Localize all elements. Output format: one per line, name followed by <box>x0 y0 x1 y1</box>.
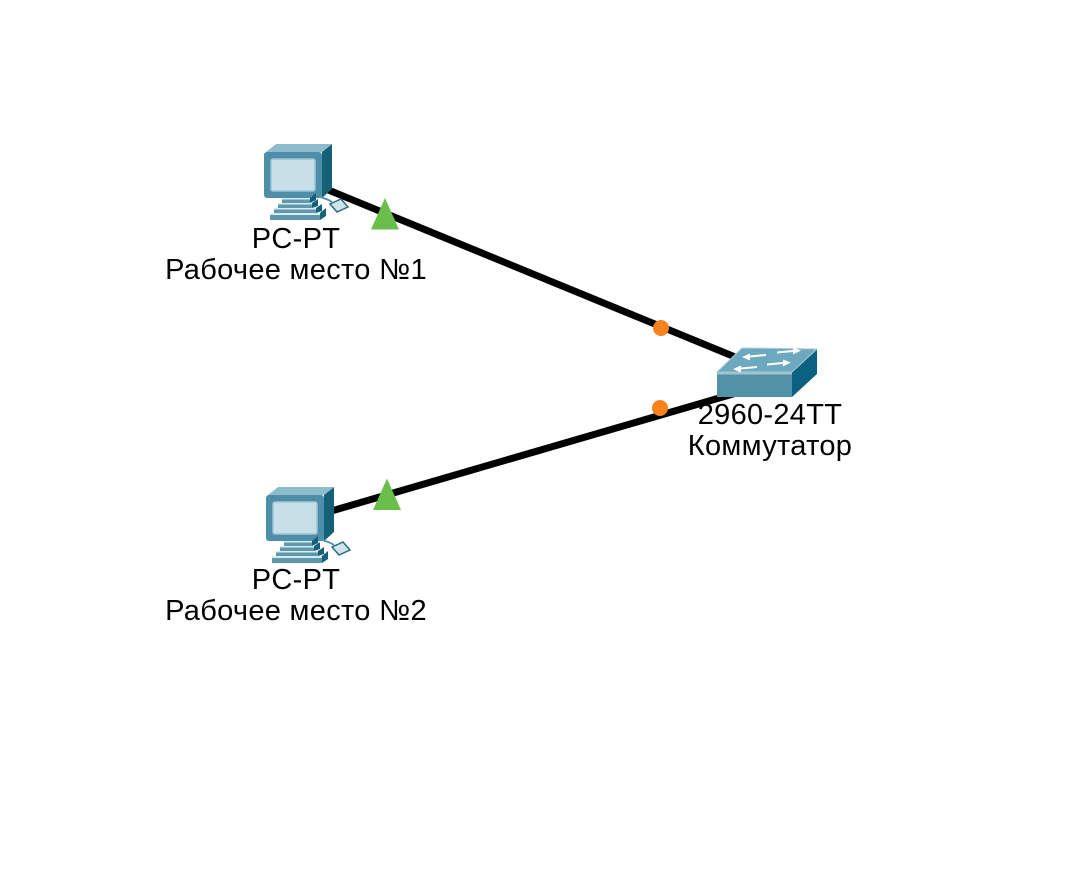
pc1-model-label: PC-PT <box>251 223 341 255</box>
link-pc2-to-switch[interactable] <box>327 383 758 516</box>
pc2-model-label: PC-PT <box>251 564 341 596</box>
pc1-name-label: Рабочее место №1 <box>165 254 427 286</box>
pc1-device-icon[interactable] <box>263 143 349 221</box>
link1-pc-end-up-triangle-icon <box>371 198 399 230</box>
pc2-label[interactable]: PC-PT Рабочее место №2 <box>165 565 427 627</box>
switch-front-highlight <box>717 372 792 375</box>
link2-pc-end-up-triangle-icon <box>373 478 401 510</box>
pc1-label[interactable]: PC-PT Рабочее место №1 <box>165 224 427 286</box>
switch-device-icon[interactable] <box>715 347 819 398</box>
switch-model-label: 2960-24TT <box>697 399 843 431</box>
link-pc1-to-switch[interactable] <box>324 185 759 370</box>
link2-switch-end-amber-dot-icon <box>652 400 668 416</box>
switch-front-face <box>717 372 792 397</box>
pc2-name-label: Рабочее место №2 <box>165 595 427 627</box>
switch-arrows-icon <box>733 347 801 373</box>
link1-switch-end-amber-dot-icon <box>653 320 669 336</box>
switch-name-label: Коммутатор <box>687 430 853 462</box>
switch-label[interactable]: 2960-24TT Коммутатор <box>688 400 852 462</box>
switch-side-face <box>792 349 817 397</box>
pc2-device-icon[interactable] <box>265 486 351 564</box>
